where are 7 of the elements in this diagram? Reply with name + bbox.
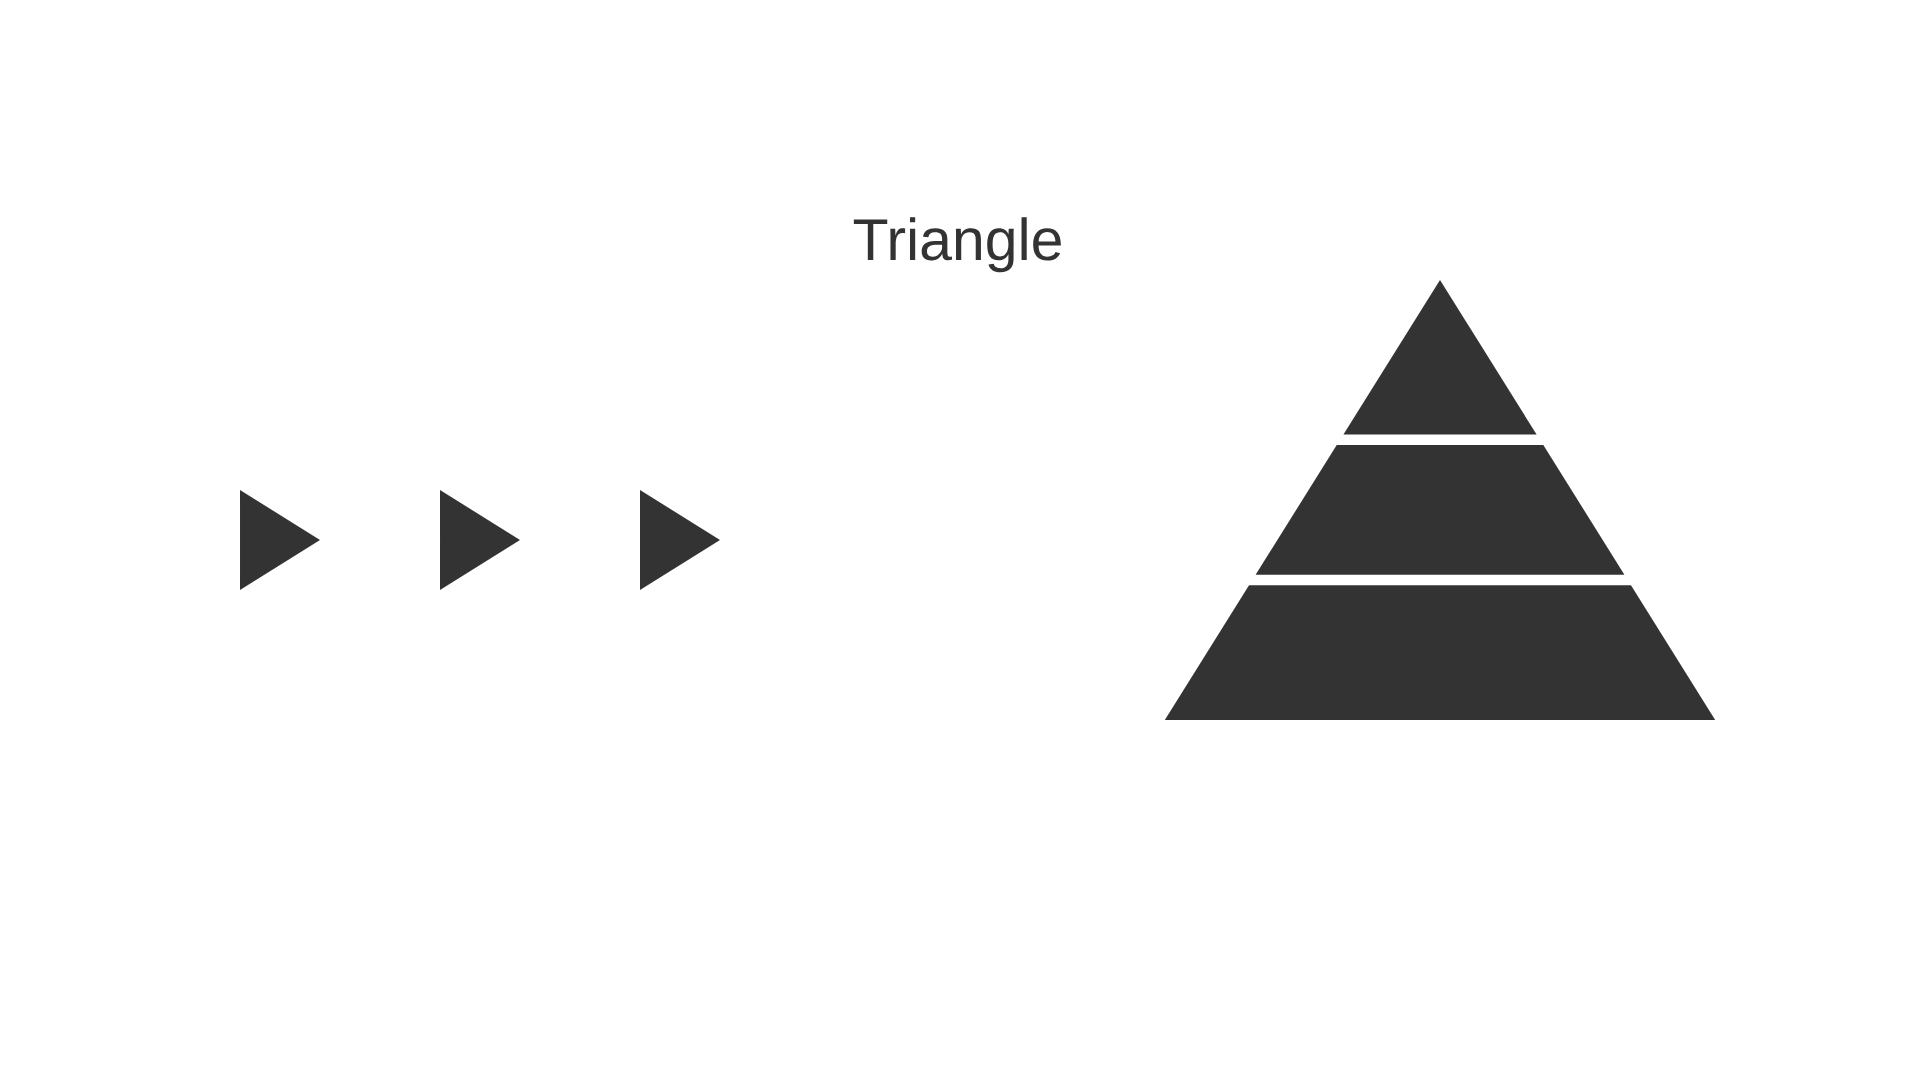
triangle	[440, 490, 520, 590]
pyramid-level	[1343, 280, 1537, 435]
triangle	[640, 490, 720, 590]
triangle	[240, 490, 320, 590]
pyramid-level	[1164, 585, 1716, 720]
pyramid-level	[1255, 445, 1625, 575]
title: Triangle	[853, 217, 1061, 273]
